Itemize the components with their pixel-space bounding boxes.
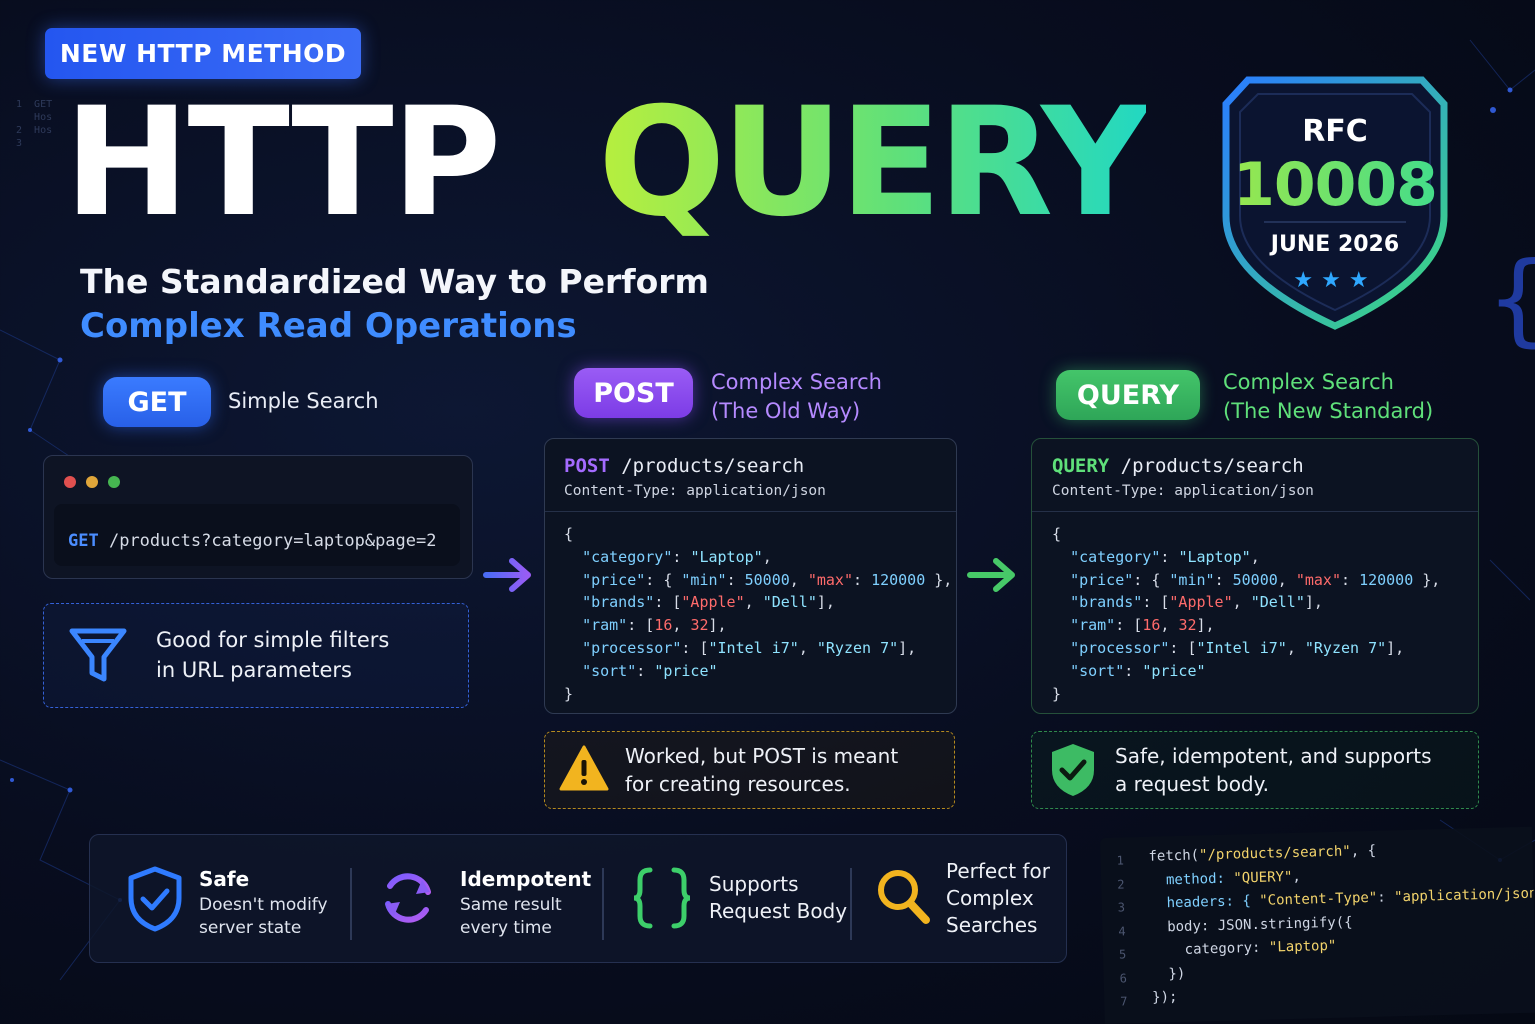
post-caption: Complex Search (The Old Way) bbox=[711, 368, 882, 426]
get-caption: Simple Search bbox=[228, 389, 379, 413]
query-safe-text: Safe, idempotent, and supports a request… bbox=[1115, 742, 1432, 798]
rfc-label: RFC bbox=[1302, 114, 1368, 149]
refresh-icon bbox=[385, 873, 431, 923]
shield-check-icon bbox=[1052, 744, 1094, 796]
get-note-line1: Good for simple filters bbox=[156, 628, 390, 652]
feature-search: Perfect for Complex Searches bbox=[946, 858, 1050, 939]
rfc-number: 10008 bbox=[1218, 150, 1452, 220]
panel-divider bbox=[545, 511, 956, 512]
arrow-right-icon bbox=[967, 558, 1015, 592]
post-request-path: /products/search bbox=[621, 455, 805, 477]
feature-idempotent-title: Idempotent bbox=[460, 867, 592, 891]
feature-body: Supports Request Body bbox=[709, 871, 847, 925]
post-warning-text: Worked, but POST is meant for creating r… bbox=[625, 742, 898, 798]
query-safe-line1: Safe, idempotent, and supports bbox=[1115, 744, 1432, 768]
feature-safe-title: Safe bbox=[199, 867, 250, 891]
feature-body-line2: Request Body bbox=[709, 899, 848, 923]
get-note-text: Good for simple filters in URL parameter… bbox=[156, 625, 456, 685]
post-request-panel: POST /products/search Content-Type: appl… bbox=[544, 438, 957, 714]
features-bar bbox=[89, 834, 1067, 963]
feature-separator bbox=[602, 868, 604, 940]
terminal-input-area bbox=[54, 504, 460, 566]
feature-search-line2: Complex bbox=[946, 886, 1034, 910]
snippet-line-numbers: 1 2 3 4 5 6 7 bbox=[1116, 853, 1128, 1009]
query-request-line: QUERY /products/search bbox=[1052, 455, 1304, 477]
get-request-path: /products?category=laptop&page=2 bbox=[108, 531, 437, 551]
post-caption-line1: Complex Search bbox=[711, 370, 882, 394]
rfc-shield-icon bbox=[1222, 76, 1448, 330]
feature-safe-desc-line2: server state bbox=[199, 918, 302, 938]
query-request-method: QUERY bbox=[1052, 455, 1110, 477]
feature-safe-desc: Doesn't modify server state bbox=[199, 894, 328, 940]
get-request-line: GET /products?category=laptop&page=2 bbox=[68, 531, 436, 551]
shield-check-icon bbox=[128, 866, 182, 932]
query-json-body: { "category": "Laptop", "price": { "min"… bbox=[1052, 525, 1441, 703]
feature-idempotent-desc-line1: Same result bbox=[460, 895, 562, 915]
get-method-pill: GET bbox=[103, 377, 211, 427]
brace-decoration: { bbox=[1488, 240, 1535, 357]
fetch-code-snippet: 1 2 3 4 5 6 7 fetch("/products/search", … bbox=[1100, 826, 1535, 1024]
get-request-method: GET bbox=[68, 531, 99, 551]
query-request-panel: QUERY /products/search Content-Type: app… bbox=[1031, 438, 1479, 714]
subtitle-line1: The Standardized Way to Perform bbox=[80, 262, 709, 301]
post-request-method: POST bbox=[564, 455, 610, 477]
query-caption: Complex Search (The New Standard) bbox=[1223, 368, 1433, 426]
warning-icon bbox=[559, 745, 609, 791]
query-caption-line1: Complex Search bbox=[1223, 370, 1394, 394]
get-terminal-window: GET /products?category=laptop&page=2 bbox=[43, 455, 473, 579]
filter-icon bbox=[69, 628, 127, 682]
post-method-pill: POST bbox=[574, 368, 693, 418]
search-icon bbox=[878, 870, 930, 924]
rfc-date: JUNE 2026 bbox=[1270, 232, 1400, 257]
post-caption-line2: (The Old Way) bbox=[711, 399, 861, 423]
snippet-code: fetch("/products/search", { method: "QUE… bbox=[1148, 842, 1535, 1006]
query-caption-line2: (The New Standard) bbox=[1223, 399, 1434, 423]
feature-idempotent-desc: Same result every time bbox=[460, 894, 562, 940]
subtitle-line2: Complex Read Operations bbox=[80, 306, 577, 346]
window-minimize-dot bbox=[86, 476, 98, 488]
feature-idempotent-desc-line2: every time bbox=[460, 918, 552, 938]
post-warning-line1: Worked, but POST is meant bbox=[625, 744, 899, 768]
query-request-path: /products/search bbox=[1120, 455, 1304, 477]
arrow-right-icon bbox=[483, 558, 531, 592]
query-safe-box: Safe, idempotent, and supports a request… bbox=[1031, 731, 1479, 809]
new-method-badge: NEW HTTP METHOD bbox=[45, 28, 361, 79]
feature-body-line1: Supports bbox=[709, 872, 799, 896]
get-note-line2: in URL parameters bbox=[156, 658, 352, 682]
feature-separator bbox=[850, 868, 852, 940]
feature-safe-desc-line1: Doesn't modify bbox=[199, 895, 328, 915]
feature-search-line3: Searches bbox=[946, 913, 1038, 937]
braces-icon bbox=[633, 867, 691, 929]
window-close-dot bbox=[64, 476, 76, 488]
feature-separator bbox=[350, 868, 352, 940]
title-http: HTTP bbox=[64, 76, 502, 250]
query-safe-line2: a request body. bbox=[1115, 772, 1269, 796]
query-method-pill: QUERY bbox=[1056, 370, 1200, 420]
post-json-body: { "category": "Laptop", "price": { "min"… bbox=[564, 525, 953, 703]
panel-divider bbox=[1032, 511, 1478, 512]
feature-search-line1: Perfect for bbox=[946, 859, 1050, 883]
get-note-box bbox=[43, 603, 469, 708]
post-warning-box: Worked, but POST is meant for creating r… bbox=[544, 731, 955, 809]
rfc-stars: ★★★ bbox=[1293, 268, 1377, 293]
title-query: QUERY bbox=[598, 76, 1150, 250]
side-code-decoration: 1 GET Hos 2 Hos 3 bbox=[16, 99, 53, 149]
post-request-line: POST /products/search bbox=[564, 455, 804, 477]
window-maximize-dot bbox=[108, 476, 120, 488]
query-content-type: Content-Type: application/json bbox=[1052, 483, 1314, 499]
post-content-type: Content-Type: application/json bbox=[564, 483, 826, 499]
post-warning-line2: for creating resources. bbox=[625, 772, 851, 796]
